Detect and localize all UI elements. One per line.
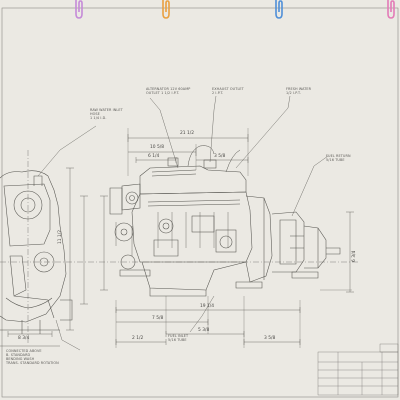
note-fresh-water: FRESH WATER 1/2 I.P.T. [286, 87, 312, 95]
engine-end-view [0, 125, 97, 351]
dim-bottom-b: 7 5/8 [152, 316, 164, 321]
dim-bottom-c: 5 3/8 [198, 328, 210, 333]
dim-top-a: 10 5/8 [150, 145, 165, 150]
title-block [317, 343, 399, 396]
dim-bottom-a: 19 1/4 [200, 304, 215, 309]
paper-clip-icon [387, 0, 395, 19]
note-engine-notes: CONNECTED ABOVE B. STANDARD BENDING WASH… [6, 349, 59, 365]
dim-top-c: 3 5/8 [214, 154, 226, 159]
paper-clip-icon [75, 0, 83, 19]
dim-bottom-e: 2 1/2 [132, 336, 144, 341]
note-exhaust-outlet: EXHAUST OUTLET 2 I.P.T. [212, 87, 244, 95]
dim-bottom-d: 3 5/8 [264, 336, 276, 341]
dim-left-b: 8 3/4 [18, 336, 30, 341]
note-alternator-outlet: ALTERNATOR 12V 60AMP OUTLET 1 1/2 I.P.T. [146, 87, 191, 95]
note-fuel-return: FUEL RETURN 5/16 TUBE [326, 154, 351, 162]
dim-top-b: 6 1/4 [148, 154, 160, 159]
dim-top-overall: 21 1/2 [180, 131, 195, 136]
note-raw-water-inlet: RAW WATER INLET HOSE 1 1/4 I.D. [90, 108, 123, 120]
note-fuel-inlet: FUEL INLET 5/16 TUBE [168, 334, 189, 342]
dim-left-a: 11 1/2 [58, 229, 63, 244]
dim-right-a: 6 3/4 [352, 250, 357, 262]
paper-clip-icon [162, 0, 170, 19]
engine-side-view [109, 145, 341, 297]
paper-clip-icon [275, 0, 283, 19]
